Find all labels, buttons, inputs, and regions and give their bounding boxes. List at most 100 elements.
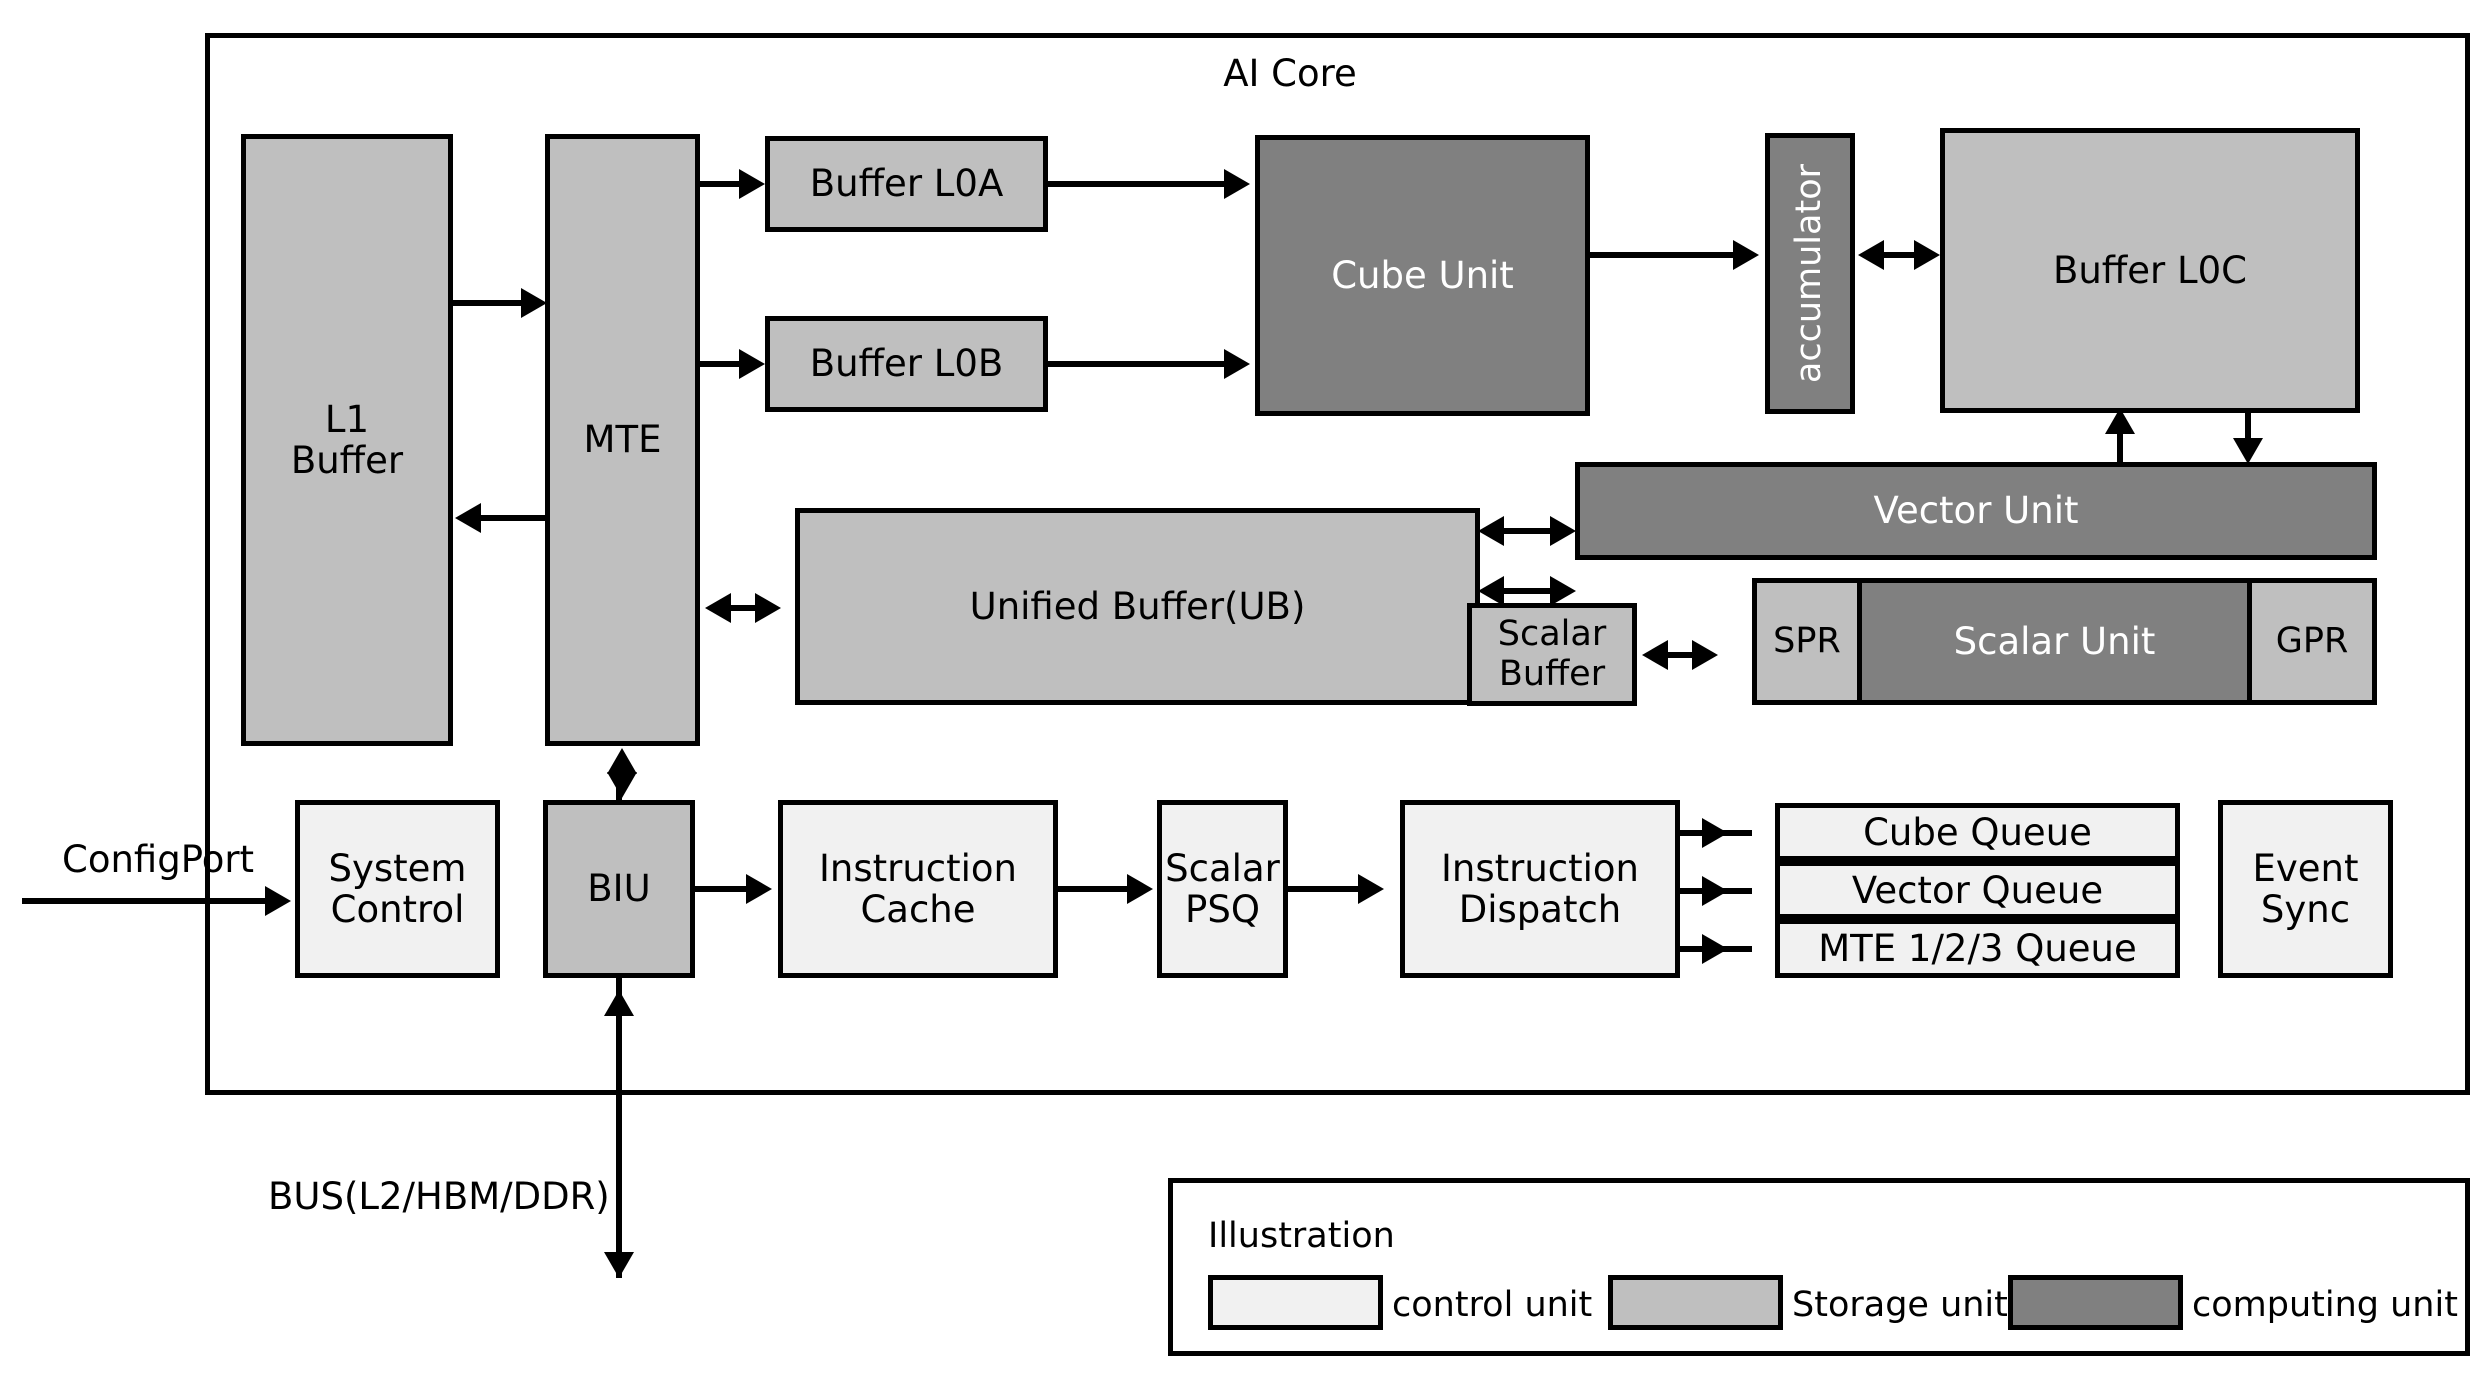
instruction-cache-line2: Cache [860,888,976,931]
arrow-mte-to-l1-head [455,503,481,533]
arrow-l1-to-mte-line [453,300,525,306]
block-instruction-dispatch-label: Instruction Dispatch [1440,846,1640,931]
arrow-vector-to-l0c-line [2117,425,2123,465]
l1-buffer-line1: L1 [324,397,370,441]
block-system-control-label: System Control [329,847,467,931]
block-vector-unit: Vector Unit [1575,462,2377,560]
block-buffer-l0b-label: Buffer L0B [809,342,1004,386]
block-system-control: System Control [295,800,500,978]
block-l1-buffer-label: L1 Buffer [290,397,404,482]
arrow-psq-to-dispatch-head [1358,874,1384,904]
event-sync-line2: Sync [2260,888,2351,931]
block-spr: SPR [1752,578,1862,705]
arrow-biu-mte-head-down [607,772,637,798]
legend-label-control-unit: control unit [1392,1285,1593,1325]
arrow-dispatch-to-mte-queue-head [1702,934,1728,964]
arrow-bus-to-biu-head [604,990,634,1016]
block-scalar-buffer: Scalar Buffer [1467,603,1637,706]
block-vector-unit-label: Vector Unit [1873,489,2079,533]
block-instruction-cache-label: Instruction Cache [818,846,1018,931]
block-spr-label: SPR [1773,620,1841,661]
block-buffer-l0a: Buffer L0A [765,136,1048,232]
block-biu-label: BIU [587,867,651,911]
ai-core-title: AI Core [1223,52,1357,95]
scalar-psq-line2: PSQ [1185,888,1260,931]
block-buffer-l0c: Buffer L0C [1940,128,2360,413]
l1-buffer-line2: Buffer [290,439,404,482]
arrow-l0c-to-vector-head [2233,438,2263,464]
arrow-icache-to-psq-line [1058,886,1130,892]
block-cube-queue-label: Cube Queue [1863,810,2092,854]
block-mte: MTE [545,134,700,746]
legend-label-computing-unit: computing unit [2192,1285,2458,1325]
instruction-cache-line1: Instruction [818,846,1018,890]
block-scalar-unit: Scalar Unit [1857,578,2252,705]
arrow-mte-to-l0b-head [739,349,765,379]
arrow-l1-to-mte-head [521,288,547,318]
block-scalar-unit-label: Scalar Unit [1953,619,2156,663]
legend-swatch-control-unit [1208,1275,1383,1330]
block-buffer-l0c-label: Buffer L0C [2052,248,2248,292]
legend-title: Illustration [1208,1216,1395,1256]
block-biu: BIU [543,800,695,978]
block-scalar-psq-label: Scalar PSQ [1165,846,1280,931]
arrow-dispatch-to-cube-queue-head [1702,818,1728,848]
arrow-configport-head [265,886,291,916]
arrow-dispatch-to-vector-queue-head [1702,876,1728,906]
arrow-mte-to-l0b-line [700,361,742,367]
arrow-biu-mte-head-up [607,748,637,774]
arrow-biu-bus-line [616,978,622,1278]
arrow-cube-to-accumulator-head [1733,240,1759,270]
block-instruction-cache: Instruction Cache [778,800,1058,978]
block-cube-unit-label: Cube Unit [1331,253,1514,297]
block-mte-label: MTE [583,418,662,462]
arrow-scalarbuffer-spr-line [1662,652,1702,658]
arrow-ub-scalar-head-right [1550,576,1576,606]
block-buffer-l0b: Buffer L0B [765,316,1048,412]
arrow-accumulator-l0c-line [1878,252,1926,258]
bus-label: BUS(L2/HBM/DDR) [268,1175,610,1218]
ai-core-boundary [205,33,2470,1095]
instruction-dispatch-line1: Instruction [1440,846,1640,890]
block-accumulator-label: accumulator [1789,163,1830,384]
arrow-biu-to-bus-head [604,1252,634,1278]
block-event-sync-label: Event Sync [2253,847,2359,931]
arrow-mte-ub-head-right [755,593,781,623]
block-vector-queue: Vector Queue [1775,861,2180,919]
arrow-l0a-to-cube-head [1224,169,1250,199]
arrow-icache-to-psq-head [1127,874,1153,904]
arrow-scalarbuffer-spr-head-right [1692,640,1718,670]
arrow-ub-vector-line [1498,528,1563,534]
scalar-buffer-line1: Scalar [1497,614,1607,655]
block-scalar-psq: Scalar PSQ [1157,800,1288,978]
arrow-ub-scalar-line [1498,588,1563,594]
arrow-mte-to-l0a-line [700,181,742,187]
block-scalar-buffer-label: Scalar Buffer [1498,615,1606,693]
block-accumulator: accumulator [1765,133,1855,414]
block-buffer-l0a-label: Buffer L0A [809,162,1004,206]
arrow-vector-to-l0c-head [2105,408,2135,434]
arrow-mte-to-l1-line [480,515,545,521]
arrow-biu-to-icache-head [746,874,772,904]
arrow-l0b-to-cube-head [1224,349,1250,379]
block-instruction-dispatch: Instruction Dispatch [1400,800,1680,978]
arrow-cube-to-accumulator-line [1590,252,1735,258]
block-cube-unit: Cube Unit [1255,135,1590,416]
legend-container [1168,1178,2470,1356]
legend-swatch-computing-unit [2008,1275,2183,1330]
system-control-line2: Control [330,888,465,931]
block-l1-buffer: L1 Buffer [241,134,453,746]
arrow-l0a-to-cube-line [1048,181,1226,187]
arrow-configport-line [22,898,270,904]
block-gpr: GPR [2247,578,2377,705]
arrow-biu-to-icache-line [695,886,749,892]
arrow-ub-vector-head-right [1550,516,1576,546]
block-gpr-label: GPR [2275,620,2349,661]
arrow-l0b-to-cube-line [1048,361,1226,367]
legend-swatch-storage-unit [1608,1275,1783,1330]
arrow-psq-to-dispatch-line [1288,886,1360,892]
arrow-mte-ub-line [725,605,767,611]
scalar-psq-line1: Scalar [1165,846,1280,890]
block-unified-buffer-label: Unified Buffer(UB) [969,584,1306,628]
